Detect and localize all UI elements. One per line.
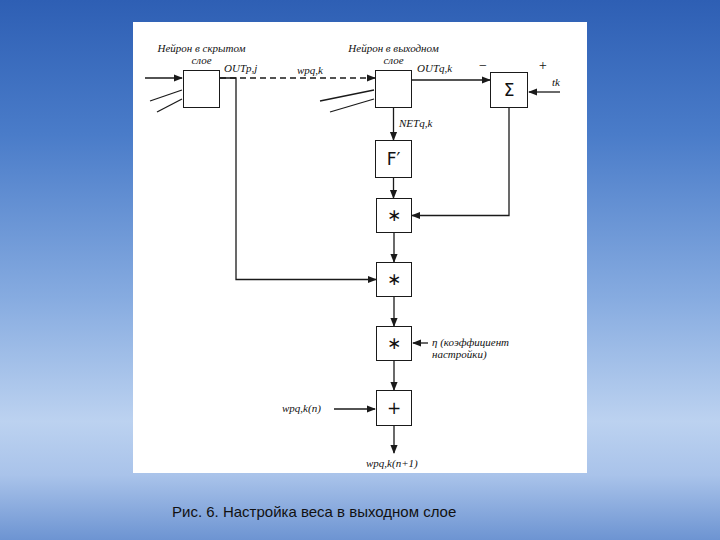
multiplier-box: ∗ bbox=[376, 326, 412, 361]
input-line bbox=[320, 90, 374, 101]
operator-symbol: F′ bbox=[387, 151, 401, 168]
signal-arrow bbox=[393, 361, 394, 390]
operator-symbol: ∗ bbox=[387, 335, 401, 352]
input-line bbox=[157, 99, 182, 112]
weighted-link bbox=[220, 77, 375, 78]
signal-arrow bbox=[220, 78, 376, 280]
operator-symbol: ∗ bbox=[387, 207, 401, 224]
figure-caption: Рис. 6. Настройка веса в выходном слое bbox=[172, 503, 456, 520]
white-panel bbox=[133, 22, 587, 473]
operator-symbol: ∗ bbox=[387, 271, 401, 288]
signal-arrow bbox=[393, 178, 394, 198]
signal-name: NETq,k bbox=[398, 117, 433, 129]
neuron-box: Нейрон в выходном слое bbox=[375, 70, 412, 108]
signal-name: wpq,k(n+1) bbox=[366, 457, 418, 469]
derivative-box: F′ bbox=[375, 140, 412, 178]
operator-symbol: + bbox=[387, 400, 401, 417]
signal-name: OUTq,k bbox=[416, 62, 453, 74]
eta-line bbox=[413, 342, 428, 343]
signal-name: wpq,k(n) bbox=[282, 402, 321, 414]
signal-name: OUTp,j bbox=[224, 62, 257, 74]
input-line bbox=[150, 90, 182, 101]
input-line bbox=[330, 99, 374, 112]
signal-arrow bbox=[393, 108, 394, 140]
summator-box: Σ bbox=[490, 72, 528, 108]
adder-box: + bbox=[376, 390, 412, 426]
sign-mark: + bbox=[538, 58, 547, 73]
signal-arrow bbox=[393, 233, 394, 262]
signal-name: tk bbox=[552, 76, 560, 88]
sign-mark: − bbox=[478, 58, 487, 73]
signal-name: wpq,k bbox=[296, 64, 324, 76]
weight-input-line bbox=[334, 408, 375, 409]
signal-arrow bbox=[393, 297, 394, 326]
weight-output-line bbox=[393, 426, 394, 453]
target-line bbox=[529, 91, 560, 92]
signal-arrow bbox=[412, 79, 490, 80]
coefficient-note: η (коэффициент настройки) bbox=[432, 336, 552, 360]
input-line bbox=[145, 77, 182, 78]
operator-symbol: Σ bbox=[504, 82, 515, 99]
multiplier-box: ∗ bbox=[376, 198, 412, 233]
neuron-box: Нейрон в скрытом слое bbox=[183, 70, 220, 108]
multiplier-box: ∗ bbox=[376, 262, 412, 297]
